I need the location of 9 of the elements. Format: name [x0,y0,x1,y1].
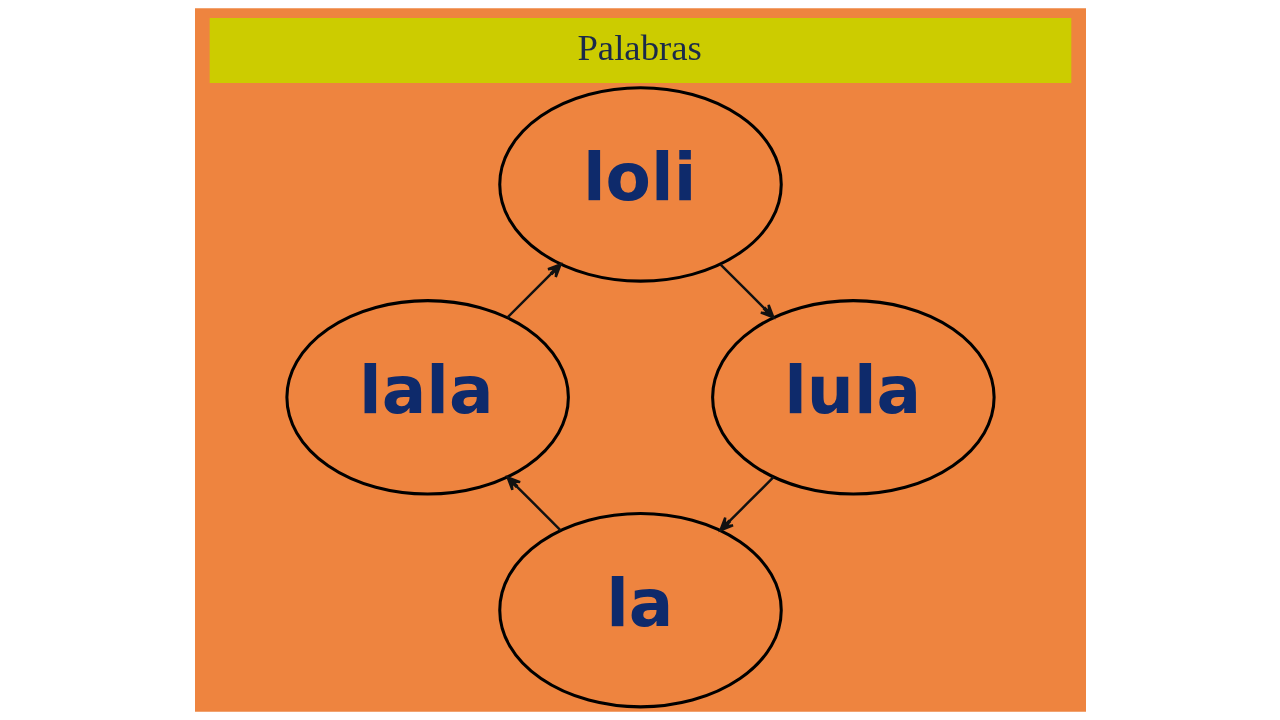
node-ellipse: la [497,512,783,709]
arrow [718,476,774,532]
arrow [505,476,561,532]
arrow [719,263,775,319]
node-ellipse: lula [710,299,996,496]
node-ellipse: lala [284,299,570,496]
diagram-title: Palabras [576,27,702,69]
arrow [506,263,562,319]
node-ellipse: loli [497,86,783,283]
